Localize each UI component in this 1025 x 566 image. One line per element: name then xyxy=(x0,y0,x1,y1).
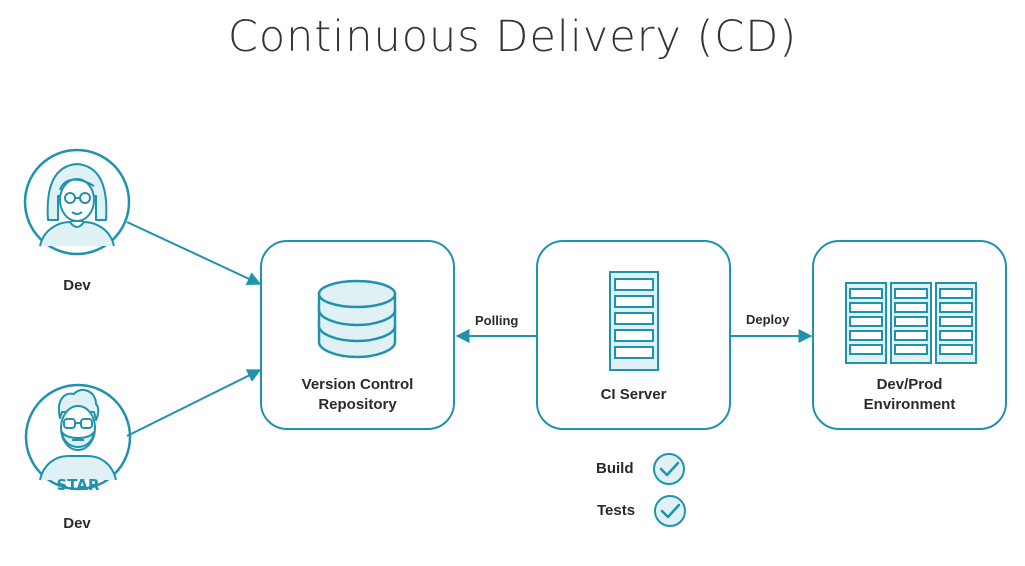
star-shirt-badge: STAR xyxy=(56,476,99,494)
environment-label: Dev/Prod Environment xyxy=(813,375,1006,415)
repo-label-line2: Repository xyxy=(318,396,397,413)
dev2-commit-arrow xyxy=(126,369,262,437)
dev2-label: Dev xyxy=(63,515,91,532)
environment-label-line2: Environment xyxy=(863,396,956,413)
diagram-title: Continuous Delivery (CD) xyxy=(227,12,798,62)
environment-label-line1: Dev/Prod xyxy=(876,376,943,393)
build-check-icon xyxy=(653,453,685,485)
dev1-commit-arrow xyxy=(126,221,262,286)
male-developer-icon: STAR xyxy=(24,383,132,494)
server-racks-icon xyxy=(845,282,977,364)
dev1-label: Dev xyxy=(63,277,91,294)
database-icon xyxy=(317,279,397,359)
ci-server-label: CI Server xyxy=(600,386,667,403)
female-developer-icon xyxy=(23,148,131,256)
deploy-label: Deploy xyxy=(746,312,790,327)
server-rack-icon xyxy=(609,271,659,371)
polling-label: Polling xyxy=(475,313,519,328)
build-label: Build xyxy=(596,460,634,477)
tests-check-icon xyxy=(654,495,686,527)
repo-label-line1: Version Control xyxy=(301,376,414,393)
tests-label: Tests xyxy=(597,502,636,519)
repo-label: Version Control Repository xyxy=(261,375,454,415)
